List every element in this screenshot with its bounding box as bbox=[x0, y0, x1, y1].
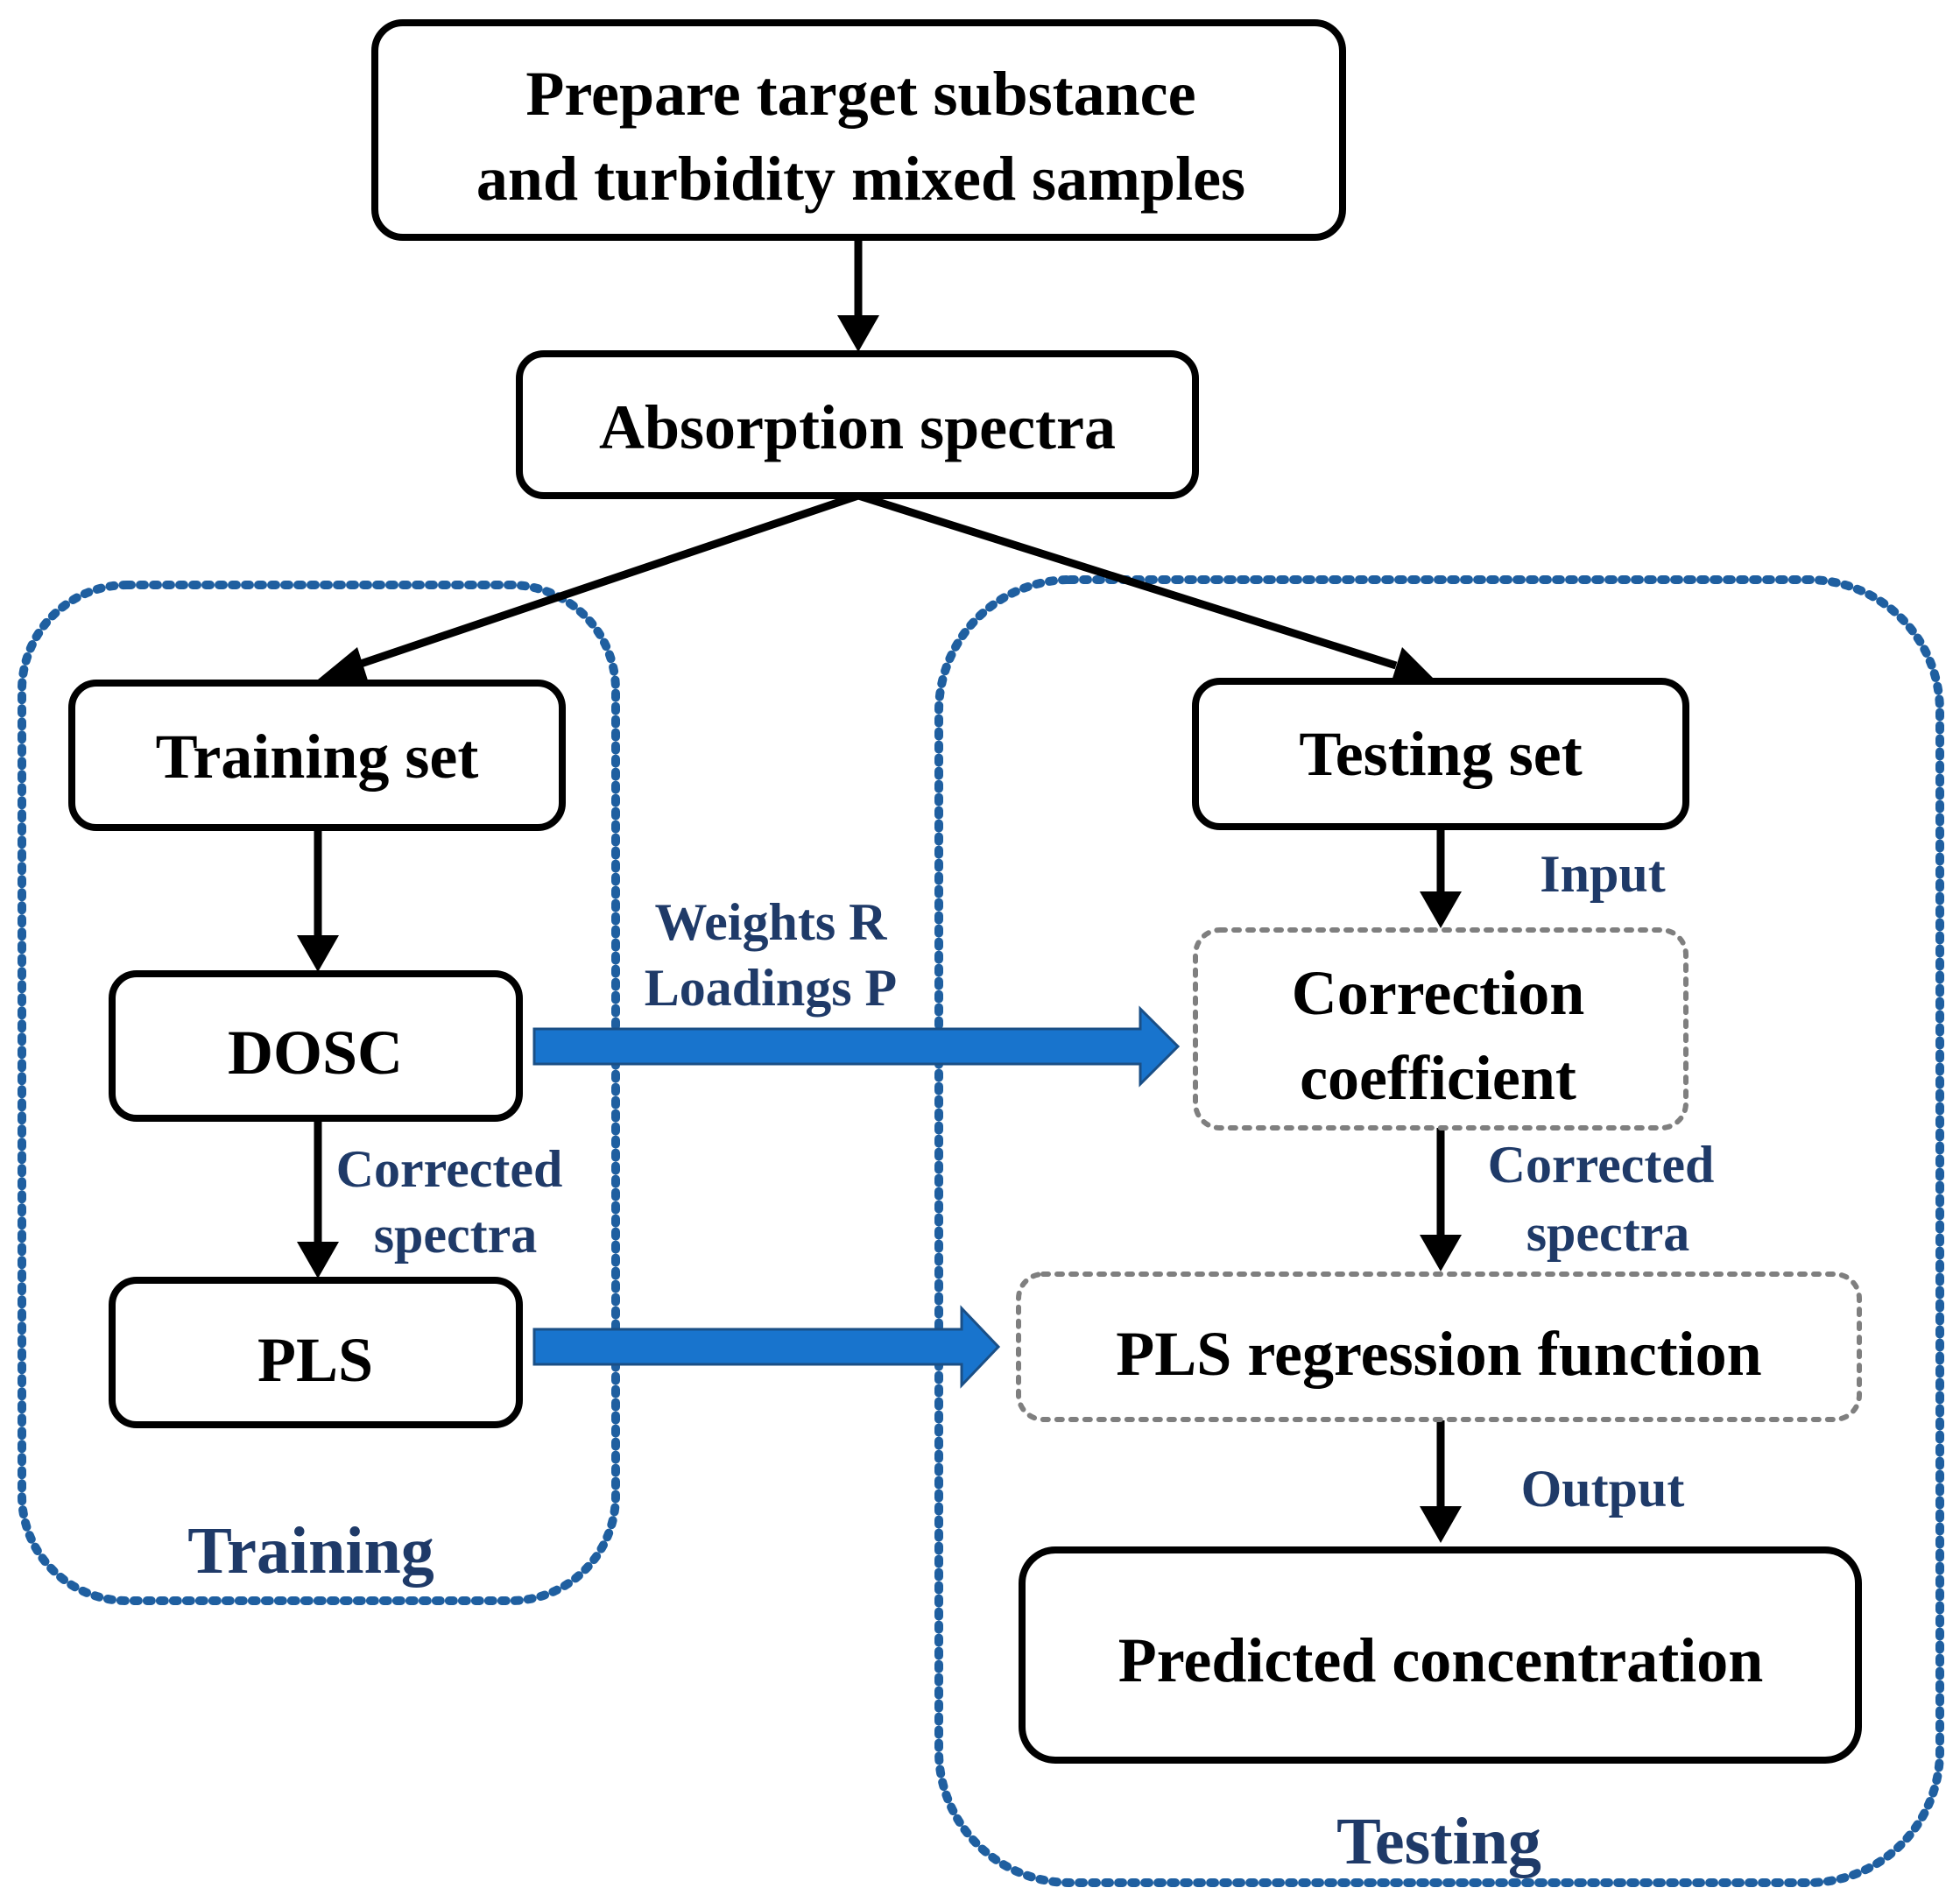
training-set-label: Training set bbox=[156, 722, 479, 792]
loadings-p-label: Loadings P bbox=[645, 959, 897, 1017]
training-set-box bbox=[68, 680, 566, 831]
correction-line2: coefficient bbox=[1300, 1043, 1576, 1113]
corrected-spectra-left-line2: spectra bbox=[374, 1206, 538, 1264]
prepare-samples-box bbox=[371, 19, 1346, 241]
predicted-concentration-label: Predicted concentration bbox=[1118, 1625, 1764, 1695]
arrowhead bbox=[1420, 1235, 1462, 1272]
training-region bbox=[18, 581, 620, 1605]
pls-label: PLS bbox=[257, 1325, 373, 1395]
connector-absorption-to-testing bbox=[857, 491, 1398, 670]
testing-region-label: Testing bbox=[1336, 1805, 1541, 1878]
absorption-spectra-label: Absorption spectra bbox=[599, 392, 1116, 462]
arrowhead bbox=[1420, 891, 1462, 928]
corrected-spectra-left-line1: Corrected bbox=[336, 1140, 563, 1198]
arrowhead bbox=[1391, 647, 1434, 684]
weights-r-label: Weights R bbox=[654, 893, 887, 951]
arrowhead bbox=[297, 935, 339, 972]
correction-coefficient-box bbox=[1193, 927, 1689, 1131]
pls-regression-function-box bbox=[1016, 1272, 1862, 1422]
dosc-box bbox=[109, 970, 523, 1122]
arrowhead bbox=[297, 1242, 339, 1279]
arrowhead bbox=[1420, 1506, 1462, 1543]
input-label: Input bbox=[1540, 845, 1665, 903]
transfer-arrow-pls-to-regression bbox=[532, 1305, 1001, 1389]
testing-set-box bbox=[1192, 678, 1689, 830]
corrected-spectra-right-line2: spectra bbox=[1526, 1204, 1690, 1262]
pls-regression-label: PLS regression function bbox=[1116, 1319, 1761, 1389]
arrowhead bbox=[837, 315, 879, 352]
connector-absorption-to-training bbox=[349, 491, 860, 672]
testing-region bbox=[934, 575, 1944, 1887]
dosc-label: DOSC bbox=[228, 1018, 403, 1088]
pls-box bbox=[109, 1277, 523, 1428]
prepare-line2: and turbidity mixed samples bbox=[476, 144, 1245, 214]
absorption-spectra-box bbox=[516, 350, 1199, 499]
predicted-concentration-box bbox=[1019, 1546, 1862, 1764]
testing-set-label: Testing set bbox=[1299, 719, 1582, 789]
prepare-line1: Prepare target substance bbox=[525, 59, 1195, 129]
corrected-spectra-right-line1: Corrected bbox=[1488, 1136, 1715, 1194]
output-label: Output bbox=[1521, 1460, 1685, 1518]
transfer-arrow-dosc-to-correction bbox=[532, 1005, 1181, 1088]
arrowhead bbox=[318, 647, 369, 683]
correction-line1: Correction bbox=[1292, 958, 1585, 1028]
training-region-label: Training bbox=[187, 1514, 434, 1588]
